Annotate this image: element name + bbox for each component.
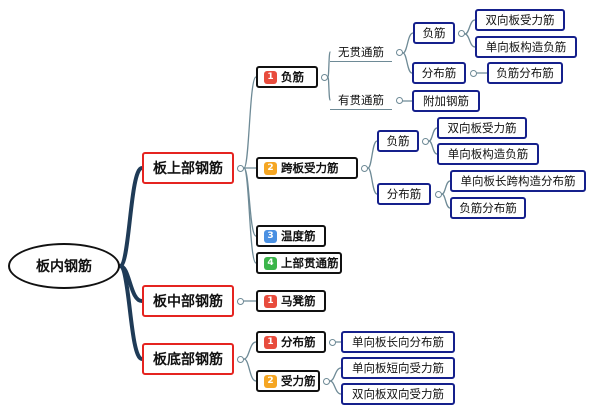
node-label: 分布筋 [281, 335, 316, 349]
branch-link [367, 167, 378, 195]
leaf-label: 负筋分布筋 [459, 201, 517, 215]
leaf-one-way-neg-a[interactable]: 单向板构造负筋 [475, 36, 577, 58]
priority-4-badge: 4 [264, 256, 277, 270]
collapse-toggle[interactable] [321, 74, 328, 81]
branch-link [464, 19, 476, 35]
priority-1-badge: 1 [264, 294, 277, 308]
leaf-additional-rebar[interactable]: 附加钢筋 [412, 90, 480, 112]
leaf-two-way-both-stress[interactable]: 双向板双向受力筋 [341, 383, 455, 405]
node-label: 温度筋 [281, 229, 316, 243]
node-label: 有贯通筋 [338, 92, 384, 107]
branch-link [428, 127, 438, 142]
branch-link [402, 32, 414, 54]
node-label: 马凳筋 [281, 294, 316, 308]
node-distribution-sub-b[interactable]: 分布筋 [377, 183, 431, 205]
collapse-toggle[interactable] [323, 378, 330, 385]
node-label: 上部贯通筋 [281, 256, 339, 270]
leaf-label: 单向板长跨构造分布筋 [460, 174, 576, 188]
leaf-one-way-neg-b[interactable]: 单向板构造负筋 [437, 143, 539, 165]
root-label: 板内钢筋 [36, 259, 92, 275]
node-label: 负筋 [281, 70, 304, 84]
node-stress-rebar[interactable]: 2 受力筋 [256, 370, 320, 392]
branch-link [402, 52, 413, 74]
node-temperature-rebar[interactable]: 3 温度筋 [256, 225, 326, 247]
node-negative-sub-a[interactable]: 负筋 [413, 22, 455, 44]
node-label: 受力筋 [281, 374, 316, 388]
branch-link [243, 358, 257, 382]
leaf-label: 单向板短向受力筋 [352, 361, 444, 375]
collapse-toggle[interactable] [396, 49, 403, 56]
node-label: 板上部钢筋 [153, 161, 223, 177]
leaf-label: 双向板受力筋 [485, 13, 555, 27]
node-label: 板底部钢筋 [153, 352, 223, 368]
branch-link [441, 180, 451, 195]
root-node[interactable]: 板内钢筋 [8, 243, 120, 289]
branch-link [329, 367, 342, 382]
collapse-toggle[interactable] [329, 339, 336, 346]
collapse-toggle[interactable] [361, 165, 368, 172]
leaf-label: 单向板长向分布筋 [352, 335, 444, 349]
node-distribution-sub-a[interactable]: 分布筋 [412, 62, 466, 84]
leaf-two-way-stress-a[interactable]: 双向板受力筋 [475, 9, 565, 31]
leaf-label: 单向板构造负筋 [447, 147, 529, 161]
node-label: 跨板受力筋 [281, 161, 339, 175]
main-link [118, 264, 144, 361]
collapse-toggle[interactable] [237, 298, 244, 305]
collapse-toggle[interactable] [435, 191, 442, 198]
node-label: 负筋 [386, 134, 410, 148]
priority-1-badge: 1 [264, 70, 277, 84]
node-with-through-rebar[interactable]: 有贯通筋 [330, 90, 392, 110]
branch-link [243, 76, 257, 169]
node-top-through-rebar[interactable]: 4 上部贯通筋 [256, 252, 342, 274]
node-stool-rebar[interactable]: 1 马凳筋 [256, 290, 326, 312]
node-middle-rebar[interactable]: 板中部钢筋 [142, 285, 234, 317]
priority-2-badge: 2 [264, 374, 277, 388]
branch-link [243, 167, 257, 264]
branch-link [327, 51, 331, 78]
node-upper-rebar[interactable]: 板上部钢筋 [142, 152, 234, 184]
node-no-through-rebar[interactable]: 无贯通筋 [330, 42, 392, 62]
collapse-toggle[interactable] [470, 70, 477, 77]
leaf-label: 双向板双向受力筋 [352, 387, 444, 401]
node-bottom-rebar[interactable]: 板底部钢筋 [142, 343, 234, 375]
leaf-label: 单向板构造负筋 [485, 40, 567, 54]
collapse-toggle[interactable] [458, 30, 465, 37]
branch-link [428, 140, 438, 155]
node-span-rebar[interactable]: 2 跨板受力筋 [256, 157, 358, 179]
leaf-one-way-long-distribution[interactable]: 单向板长向分布筋 [341, 331, 455, 353]
branch-link [327, 76, 331, 101]
node-negative-sub-b[interactable]: 负筋 [377, 130, 419, 152]
branch-link [367, 140, 378, 169]
node-label: 板中部钢筋 [153, 294, 223, 310]
leaf-one-way-short-stress[interactable]: 单向板短向受力筋 [341, 357, 455, 379]
branch-link [329, 380, 342, 395]
priority-3-badge: 3 [264, 229, 277, 243]
leaf-label: 负筋分布筋 [496, 66, 554, 80]
node-label: 分布筋 [386, 187, 422, 201]
node-distribution-rebar[interactable]: 1 分布筋 [256, 331, 326, 353]
node-label: 无贯通筋 [338, 44, 384, 59]
collapse-toggle[interactable] [396, 97, 403, 104]
branch-link [441, 193, 451, 209]
node-label: 负筋 [422, 26, 446, 40]
leaf-one-way-long-span[interactable]: 单向板长跨构造分布筋 [450, 170, 586, 192]
collapse-toggle[interactable] [422, 138, 429, 145]
main-link [118, 166, 144, 268]
priority-1-badge: 1 [264, 335, 277, 349]
leaf-neg-distribution-b[interactable]: 负筋分布筋 [450, 197, 526, 219]
branch-link [464, 33, 476, 48]
collapse-toggle[interactable] [237, 356, 244, 363]
leaf-label: 附加钢筋 [423, 94, 469, 108]
leaf-label: 双向板受力筋 [447, 121, 517, 135]
collapse-toggle[interactable] [237, 165, 244, 172]
leaf-two-way-stress-b[interactable]: 双向板受力筋 [437, 117, 527, 139]
leaf-neg-distribution-a[interactable]: 负筋分布筋 [487, 62, 563, 84]
node-negative-rebar[interactable]: 1 负筋 [256, 66, 318, 88]
node-label: 分布筋 [421, 66, 457, 80]
priority-2-badge: 2 [264, 161, 277, 175]
branch-link [243, 341, 257, 360]
